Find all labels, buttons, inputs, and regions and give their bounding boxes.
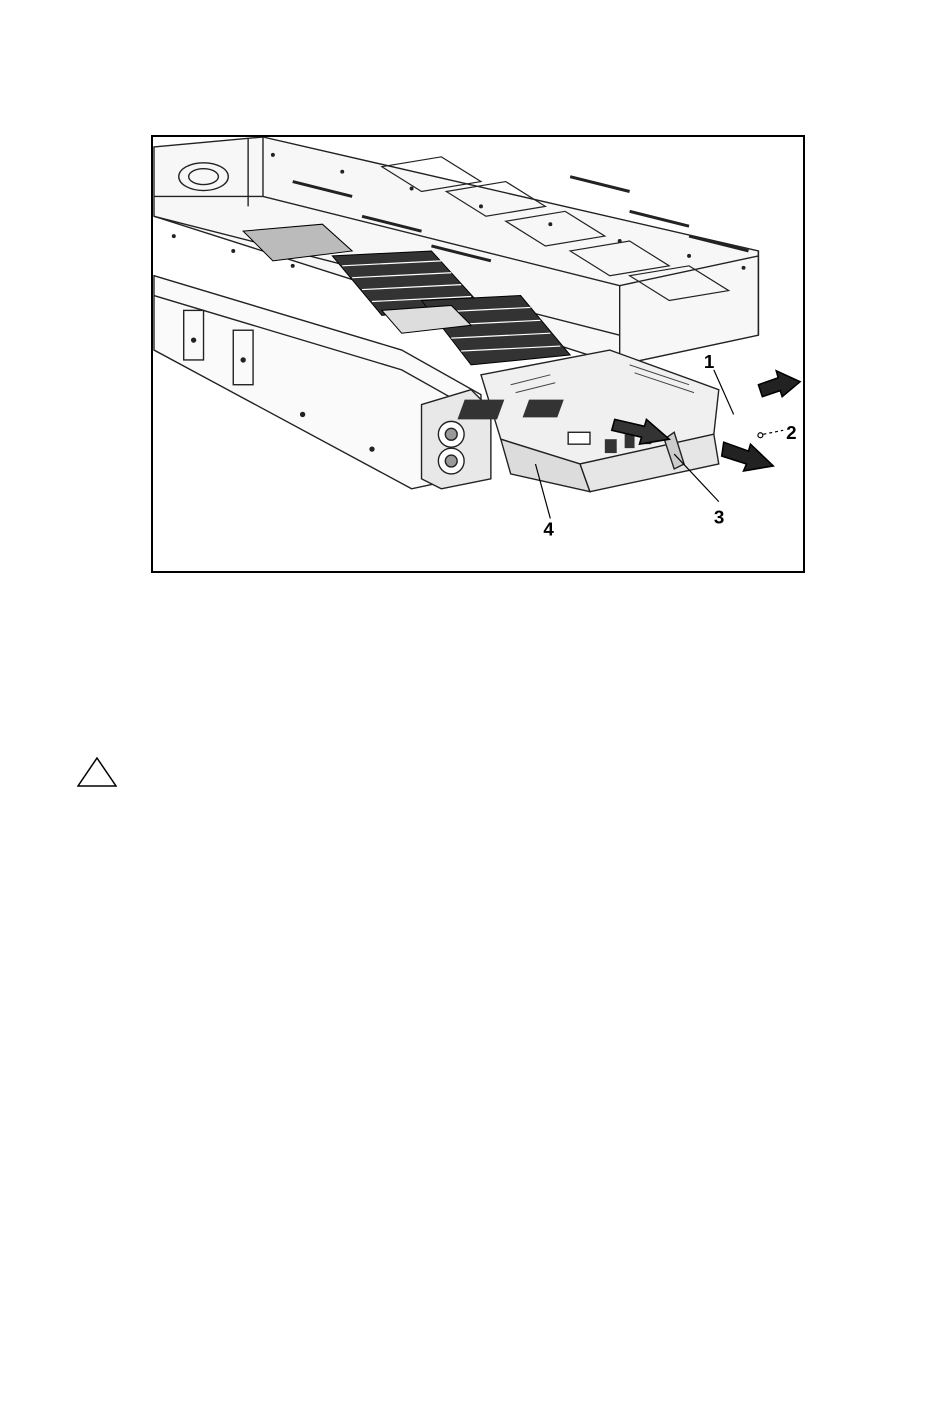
server-sled [457,350,718,492]
push-arrow [758,371,800,397]
sled-removal-illustration: 1 2 3 4 [153,137,803,571]
pull-arrow-right [722,442,774,471]
callout-3: 3 [714,506,724,527]
caution-triangle-icon [77,757,117,787]
callout-2: 2 [786,422,796,443]
figure-frame: 1 2 3 4 [151,135,805,573]
callout-4: 4 [543,518,554,539]
callout-1: 1 [704,351,714,372]
